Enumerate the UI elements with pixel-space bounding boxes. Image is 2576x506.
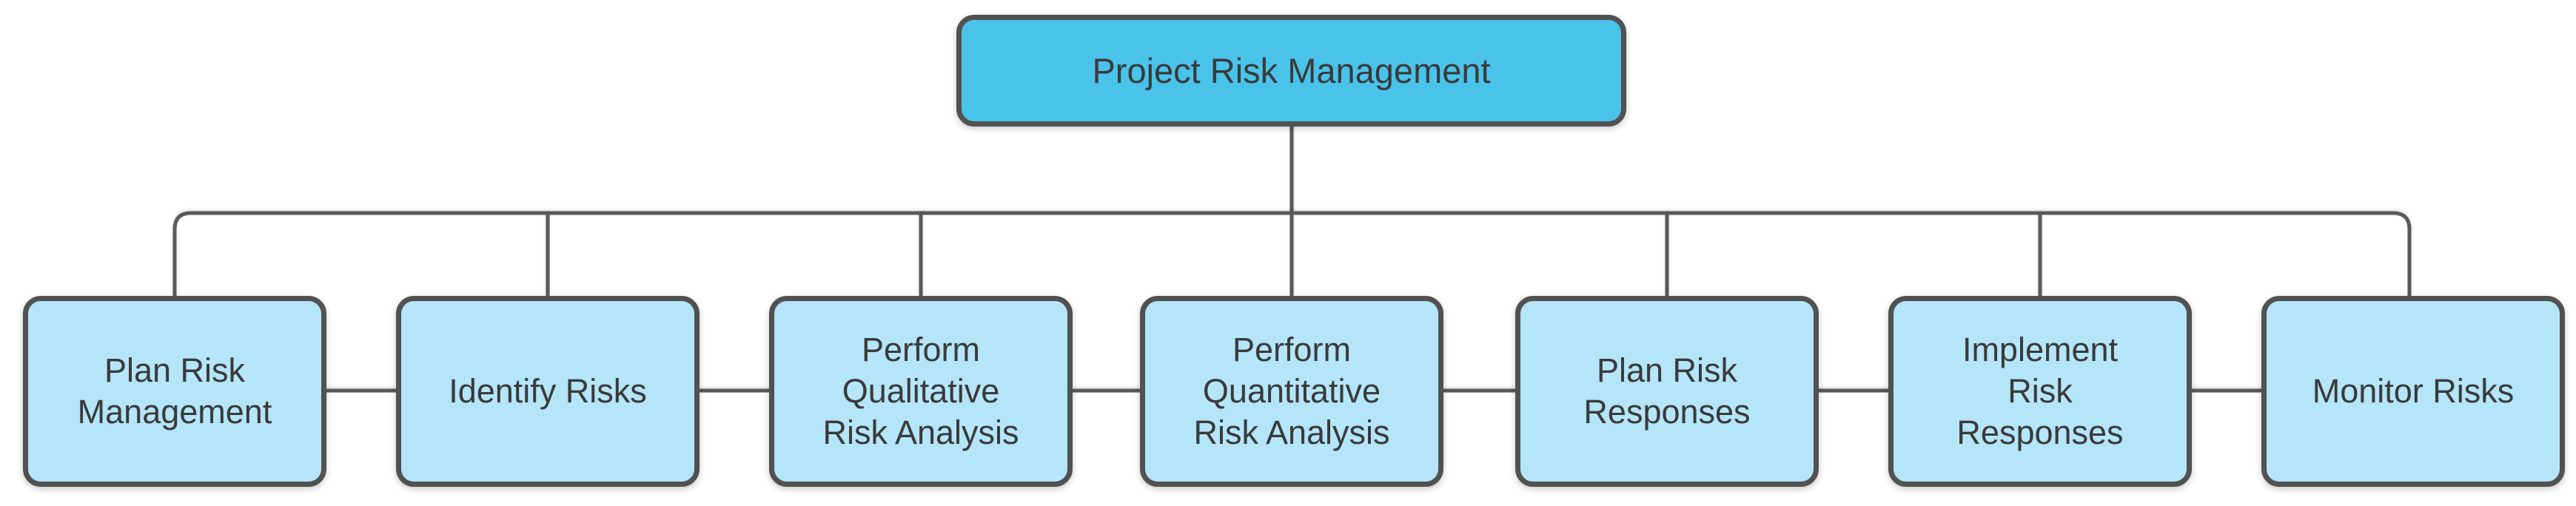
node-label: Perform Quantitative Risk Analysis [1193, 330, 1390, 452]
node-label: Identify Risks [449, 371, 647, 410]
node-label: Implement Risk Responses [1956, 330, 2124, 452]
node-label: Perform Qualitative Risk Analysis [822, 330, 1019, 452]
node-project-risk-management[interactable]: Project Risk Management [956, 15, 1626, 127]
node-identify-risks[interactable]: Identify Risks [396, 296, 700, 487]
node-perform-qualitative-risk-analysis[interactable]: Perform Qualitative Risk Analysis [769, 296, 1073, 487]
node-monitor-risks[interactable]: Monitor Risks [2261, 296, 2565, 487]
node-label: Plan Risk Management [77, 351, 272, 431]
node-plan-risk-management[interactable]: Plan Risk Management [23, 296, 326, 487]
node-implement-risk-responses[interactable]: Implement Risk Responses [1888, 296, 2192, 487]
node-label: Project Risk Management [1092, 50, 1491, 90]
node-label: Plan Risk Responses [1583, 351, 1751, 431]
edge-bus [172, 211, 2412, 296]
node-plan-risk-responses[interactable]: Plan Risk Responses [1515, 296, 1819, 487]
node-perform-quantitative-risk-analysis[interactable]: Perform Quantitative Risk Analysis [1140, 296, 1443, 487]
node-label: Monitor Risks [2312, 371, 2515, 410]
